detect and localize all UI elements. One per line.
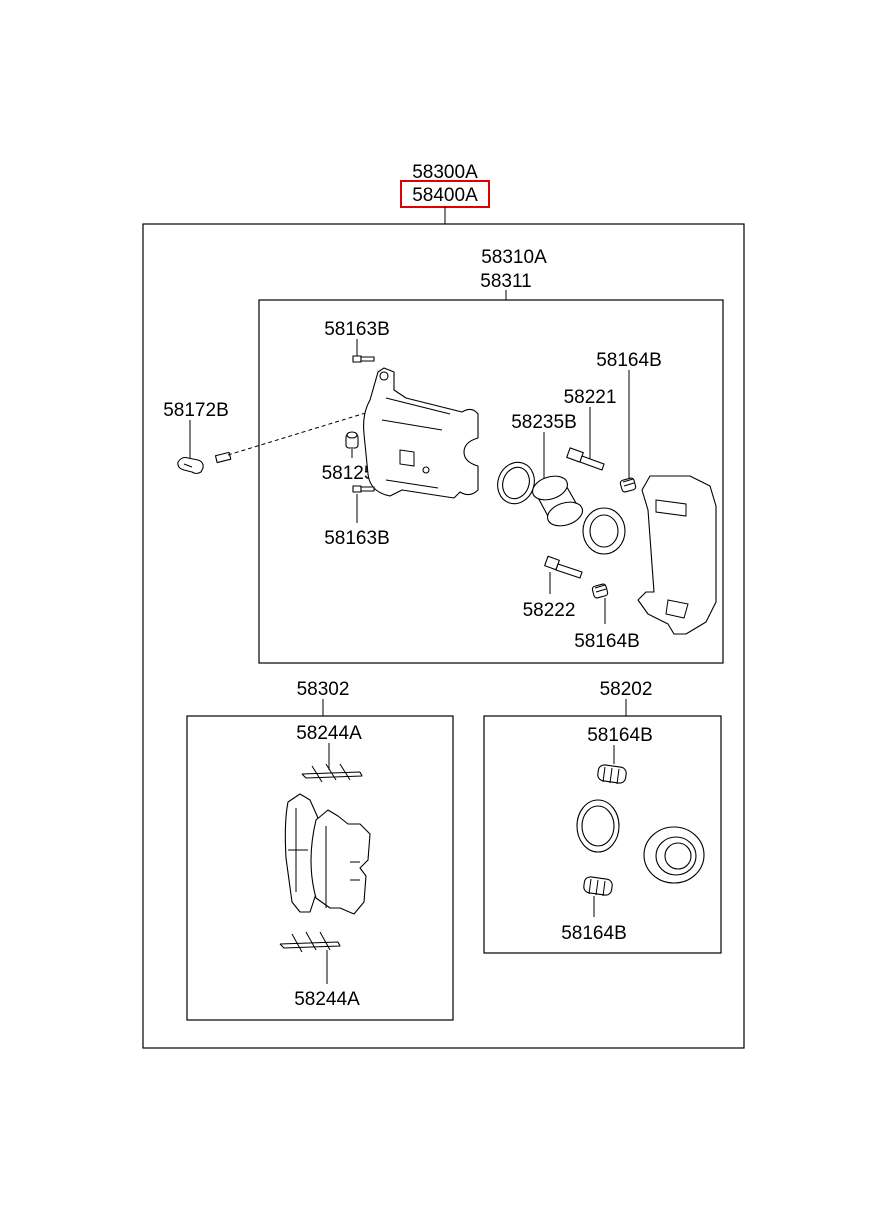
label-58300a[interactable]: 58300A — [412, 162, 478, 183]
bolt-upper-part — [352, 355, 375, 363]
boot-top-part — [619, 477, 637, 493]
guide-pin-lower-part — [544, 555, 583, 579]
label-58235b[interactable]: 58235B — [511, 412, 577, 433]
seal-kit-frame — [483, 715, 722, 954]
piston-part — [531, 475, 584, 527]
label-58202[interactable]: 58202 — [600, 679, 653, 700]
label-58125[interactable]: 58125 — [322, 463, 375, 484]
piston-boot-part — [582, 507, 626, 555]
boot-bottom-part — [591, 583, 609, 599]
outer-assembly-frame — [142, 223, 745, 1049]
label-58163b-upper[interactable]: 58163B — [324, 319, 390, 340]
label-kit-58164b-top[interactable]: 58164B — [587, 725, 653, 746]
caliper-bracket-part — [637, 475, 717, 635]
kit-dust-boot-part — [643, 826, 705, 884]
shim-bottom-part — [279, 931, 341, 953]
bleeder-part — [345, 431, 359, 449]
label-58222[interactable]: 58222 — [523, 600, 576, 621]
piston-seal-ring-part — [497, 461, 535, 505]
label-58302[interactable]: 58302 — [297, 679, 350, 700]
label-58311[interactable]: 58311 — [480, 271, 531, 292]
pad-kit-frame — [186, 715, 454, 1021]
label-58164b-top[interactable]: 58164B — [596, 350, 662, 371]
brake-pad-outer-part — [310, 809, 371, 915]
label-58221[interactable]: 58221 — [564, 387, 617, 408]
caliper-housing-part — [363, 367, 479, 499]
kit-boot-bottom-part — [583, 876, 613, 897]
label-58400a[interactable]: 58400A — [412, 185, 478, 206]
kit-seal-ring-part — [576, 799, 620, 853]
label-58163b-lower[interactable]: 58163B — [324, 528, 390, 549]
caliper-body-frame — [258, 299, 724, 664]
label-kit-58164b-bottom[interactable]: 58164B — [561, 923, 627, 944]
guide-pin-upper-part — [566, 447, 605, 471]
label-58310a[interactable]: 58310A — [481, 247, 547, 268]
hose-bolt-part — [177, 451, 232, 475]
bolt-lower-part — [352, 485, 375, 493]
label-58244a-bottom[interactable]: 58244A — [294, 989, 360, 1010]
kit-boot-top-part — [597, 764, 627, 785]
label-58172b[interactable]: 58172B — [163, 400, 229, 421]
shim-top-part — [301, 763, 363, 783]
label-58164b-bottom[interactable]: 58164B — [574, 631, 640, 652]
label-58244a-top[interactable]: 58244A — [296, 723, 362, 744]
